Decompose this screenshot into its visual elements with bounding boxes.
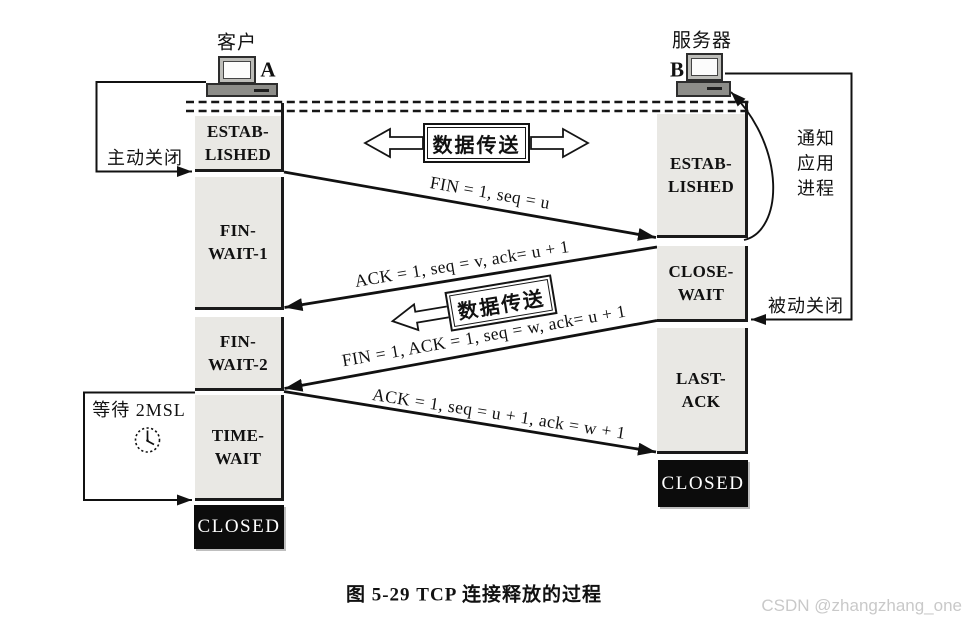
notify-application-label: 通知 应用 进程 — [797, 127, 835, 202]
server-role-label: 服务器 — [671, 30, 733, 52]
client-computer-base — [206, 83, 278, 97]
notify-line-3: 进程 — [797, 178, 835, 199]
server-monitor — [686, 53, 723, 81]
server-host-label: B — [669, 57, 685, 82]
state-line: FIN- — [219, 221, 257, 240]
state-line: WAIT — [677, 284, 725, 304]
ack-segment-arrow — [284, 245, 658, 312]
notify-line-1: 通知 — [797, 128, 835, 149]
client-disk-slot — [254, 89, 269, 92]
watermark: CSDN @zhangzhang_one — [761, 596, 962, 615]
active-close-label: 主动关闭 — [107, 148, 183, 168]
client-state-established: ESTAB- LISHED — [195, 116, 284, 172]
client-role-label: 客户 — [216, 32, 258, 54]
state-line: CLOSE- — [668, 261, 734, 281]
server-state-closed: CLOSED — [658, 460, 748, 507]
state-line: TIME- — [211, 425, 265, 445]
clock-icon — [134, 427, 161, 453]
notify-application-arrow — [730, 91, 775, 241]
last-ack-segment-arrow — [283, 390, 657, 456]
client-host-label: A — [260, 57, 276, 82]
data-transfer-mid-block-arrow — [390, 302, 452, 332]
state-line: WAIT-1 — [208, 244, 268, 263]
wait-2msl-arrow — [83, 391, 195, 506]
state-line: FIN- — [219, 331, 257, 351]
notify-line-2: 应用 — [797, 153, 835, 174]
fin-segment-arrow — [283, 170, 657, 241]
state-line: LISHED — [204, 144, 272, 164]
wait-2msl-label: 等待 2MSL — [92, 400, 186, 420]
client-state-time-wait: TIME- WAIT — [195, 395, 284, 501]
data-transfer-right-block-arrow — [530, 127, 590, 159]
state-line: ACK — [681, 391, 721, 411]
client-screen — [223, 61, 251, 79]
data-transfer-top-box: 数据传送 — [423, 123, 530, 163]
client-state-fin-wait-1: FIN- WAIT-1 — [195, 177, 284, 310]
server-computer-base — [676, 81, 731, 97]
server-state-close-wait: CLOSE- WAIT — [657, 246, 748, 322]
server-screen — [691, 58, 718, 76]
state-line: ESTAB- — [670, 153, 732, 173]
state-line: WAIT — [214, 448, 262, 468]
state-line: LISHED — [667, 176, 735, 196]
server-state-last-ack: LAST- ACK — [657, 328, 748, 454]
client-monitor — [218, 56, 256, 84]
active-close-arrow — [95, 81, 206, 177]
data-transfer-left-block-arrow — [363, 127, 424, 159]
state-line: WAIT-2 — [208, 354, 268, 374]
state-line: ESTAB- — [207, 121, 269, 141]
data-transfer-top-label: 数据传送 — [427, 127, 526, 159]
client-state-closed: CLOSED — [194, 505, 284, 549]
passive-close-label: 被动关闭 — [768, 296, 844, 316]
fin-ack-segment-arrow — [284, 319, 658, 392]
passive-close-arrow — [725, 72, 853, 325]
server-state-established: ESTAB- LISHED — [657, 114, 748, 238]
client-state-fin-wait-2: FIN- WAIT-2 — [195, 317, 284, 391]
server-disk-slot — [707, 87, 722, 90]
state-line: LAST- — [675, 368, 726, 388]
figure-caption: 图 5-29 TCP 连接释放的过程 — [345, 584, 603, 606]
